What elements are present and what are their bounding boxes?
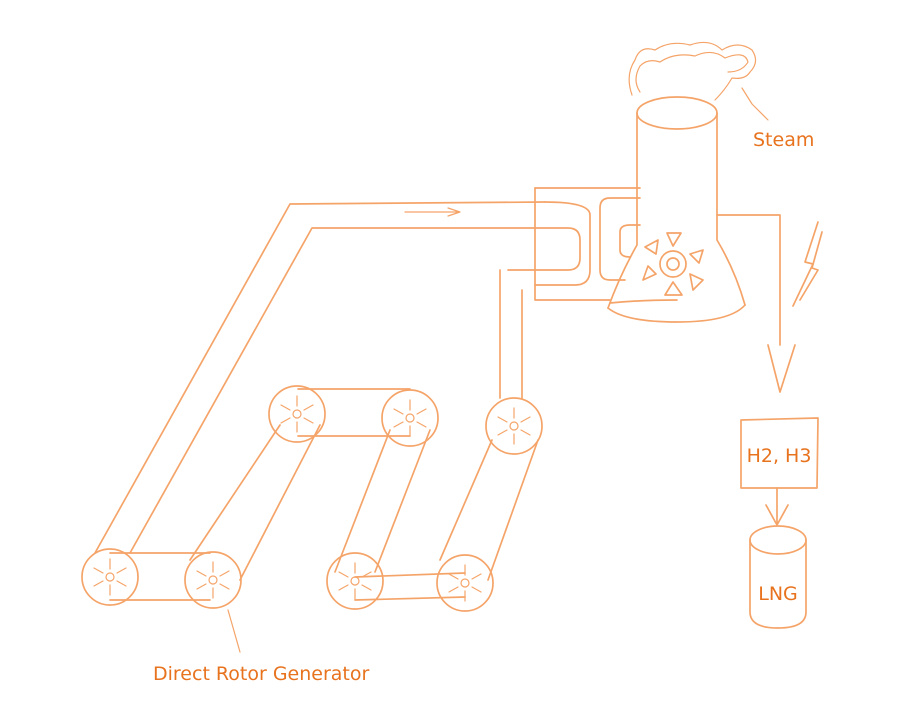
heat-exchanger-coil: [534, 187, 641, 301]
rotor-icon-4: [381, 389, 439, 447]
rotor-icon-6: [326, 552, 384, 610]
generator-leader-line: [227, 609, 241, 653]
vertical-shaft: [499, 269, 523, 399]
gear-icon: [642, 232, 704, 296]
steam-cloud-icon: [628, 41, 769, 121]
output-line-h2h3: [716, 214, 796, 393]
rotor-icon-2: [184, 551, 242, 609]
lightning-icon: [792, 221, 823, 307]
generator-label: Direct Rotor Generator: [153, 663, 369, 685]
rotor-icon-5: [485, 397, 543, 455]
h2-h3-label: H2, H3: [747, 445, 812, 467]
rotor-icon-1: [81, 548, 139, 606]
rotor-belts: [109, 388, 539, 601]
tank-icon: LNG: [749, 525, 807, 629]
lng-label: LNG: [758, 583, 798, 605]
steam-label: Steam: [753, 129, 814, 151]
cooling-tower-icon: [607, 96, 746, 323]
h2-h3-box: H2, H3: [740, 417, 819, 489]
rotor-icon-7: [436, 554, 494, 612]
rotor-icon-3: [268, 385, 326, 443]
transmission-belt-main: [94, 201, 591, 554]
arrow-to-lng: [765, 487, 789, 526]
